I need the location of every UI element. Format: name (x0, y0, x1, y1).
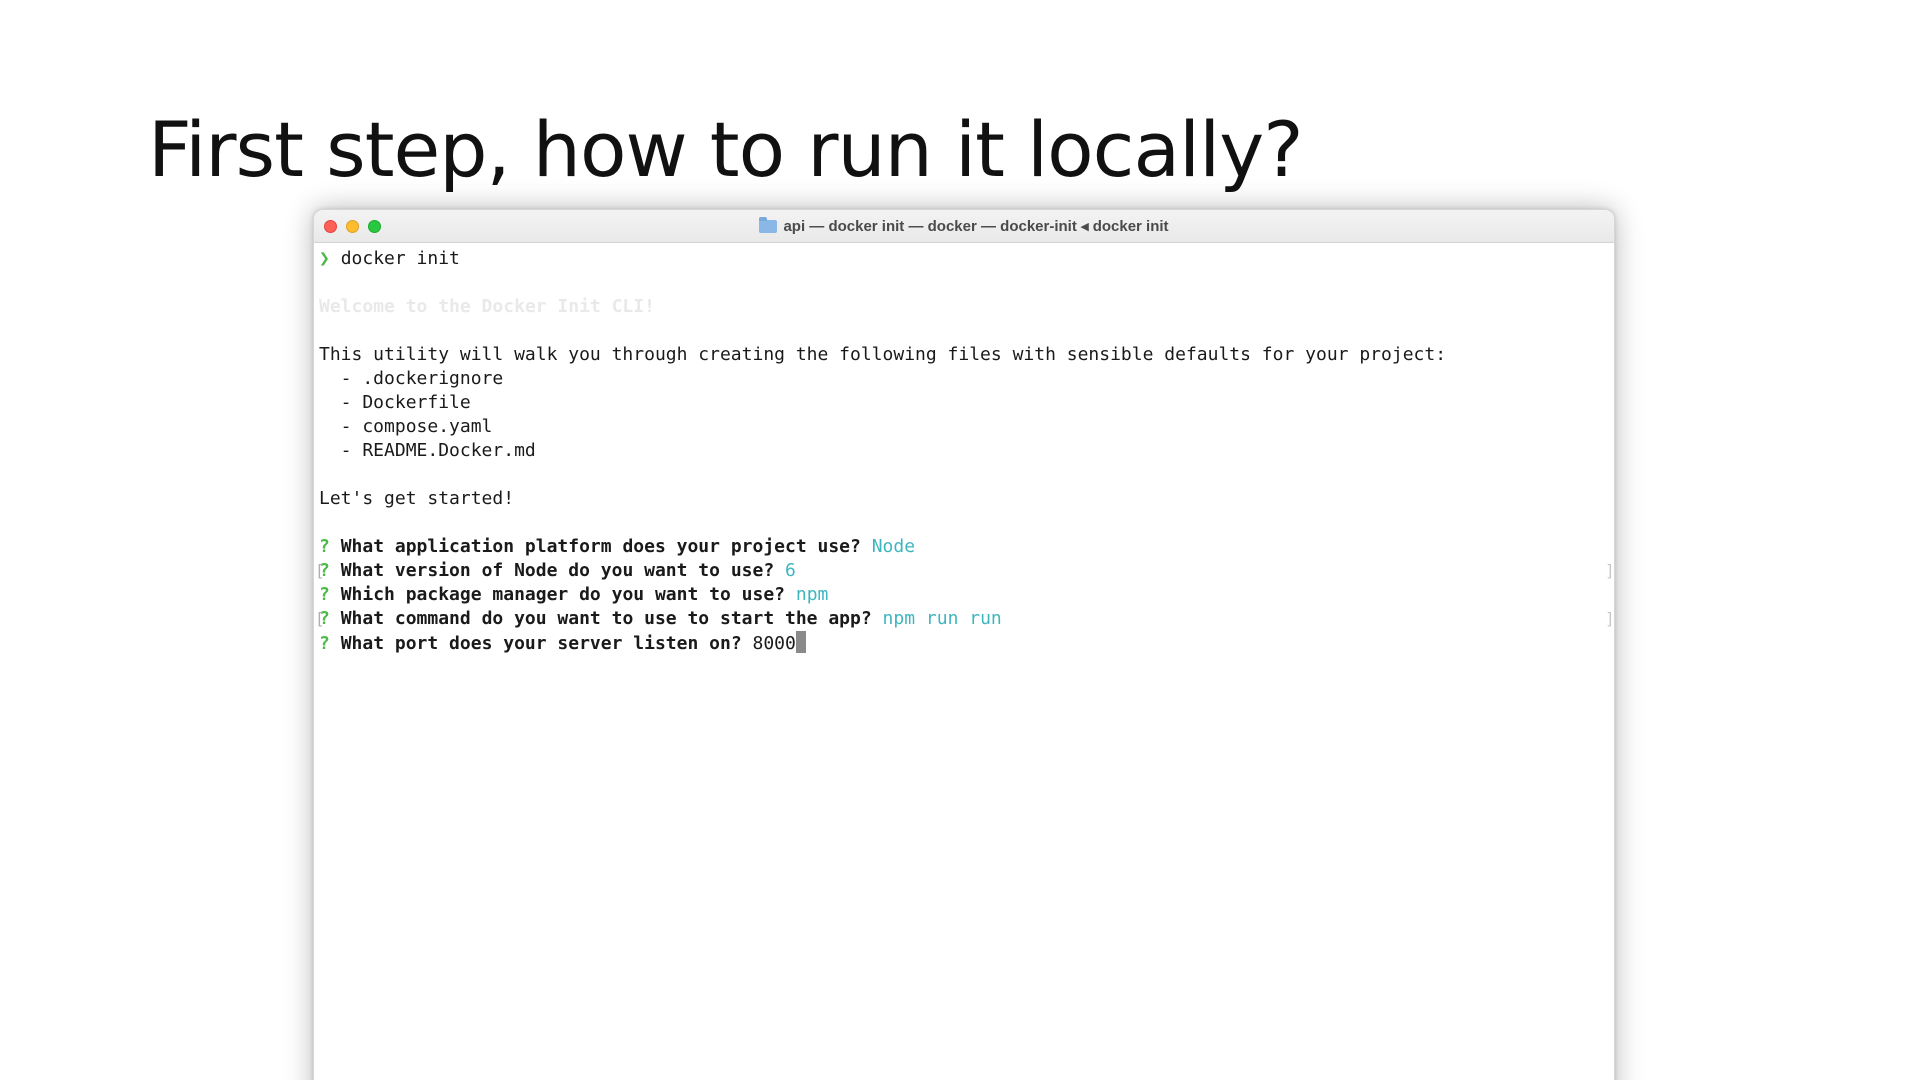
blank-line (319, 511, 1609, 535)
question-answer: npm run run (882, 608, 1002, 629)
question-mark-icon: ? (319, 536, 330, 557)
question-line: ? What application platform does your pr… (319, 535, 1609, 559)
mark-bracket-icon: [ (315, 561, 325, 580)
question-mark-icon: ? (319, 633, 330, 654)
welcome-text: Welcome to the Docker Init CLI! (319, 296, 655, 317)
question-line: [? What command do you want to use to st… (315, 607, 1614, 631)
blank-line (319, 271, 1609, 295)
port-input-value[interactable]: 8000 (752, 633, 796, 654)
question-line: ? Which package manager do you want to u… (319, 583, 1609, 607)
file-list-item: - compose.yaml (319, 416, 493, 437)
question-text: What application platform does your proj… (340, 536, 861, 557)
blank-line (319, 463, 1609, 487)
question-answer: Node (871, 536, 916, 557)
window-title-text: api — docker init — docker — docker-init… (783, 218, 1169, 235)
window-controls (324, 220, 381, 233)
question-answer: npm (795, 584, 829, 605)
window-title: api — docker init — docker — docker-init… (314, 210, 1614, 242)
intro-line: This utility will walk you through creat… (319, 344, 1447, 365)
text-cursor (795, 631, 806, 653)
blank-line (319, 319, 1609, 343)
mark-bracket-icon: [ (315, 609, 325, 628)
zoom-window-button[interactable] (368, 220, 381, 233)
question-line-active[interactable]: ? What port does your server listen on? … (319, 631, 1609, 655)
lets-start-line: Let's get started! (319, 488, 515, 509)
question-answer: 6 (785, 560, 796, 581)
terminal-output[interactable]: ❯ docker init Welcome to the Docker Init… (314, 243, 1614, 655)
prompt-chevron-icon: ❯ (319, 248, 330, 269)
file-list-item: - .dockerignore (319, 368, 504, 389)
question-text: Which package manager do you want to use… (340, 584, 786, 605)
command-line: ❯ docker init (319, 247, 1609, 271)
slide-title: First step, how to run it locally? (148, 105, 1304, 194)
welcome-line: Welcome to the Docker Init CLI! (319, 295, 1609, 319)
file-list-item: - Dockerfile (319, 392, 471, 413)
file-list-item: - README.Docker.md (319, 440, 536, 461)
question-text: What command do you want to use to start… (340, 608, 872, 629)
terminal-window[interactable]: api — docker init — docker — docker-init… (313, 209, 1615, 1080)
question-mark-icon: ? (319, 608, 330, 629)
terminal-titlebar[interactable]: api — docker init — docker — docker-init… (314, 210, 1614, 243)
close-window-button[interactable] (324, 220, 337, 233)
mark-bracket-icon: ] (1605, 609, 1615, 628)
question-mark-icon: ? (319, 584, 330, 605)
folder-icon (759, 216, 778, 233)
question-text: What version of Node do you want to use? (340, 560, 775, 581)
question-text: What port does your server listen on? (340, 633, 742, 654)
mark-bracket-icon: ] (1605, 561, 1615, 580)
minimize-window-button[interactable] (346, 220, 359, 233)
question-line: [? What version of Node do you want to u… (315, 559, 1614, 583)
command-text: docker init (340, 248, 460, 269)
question-mark-icon: ? (319, 560, 330, 581)
